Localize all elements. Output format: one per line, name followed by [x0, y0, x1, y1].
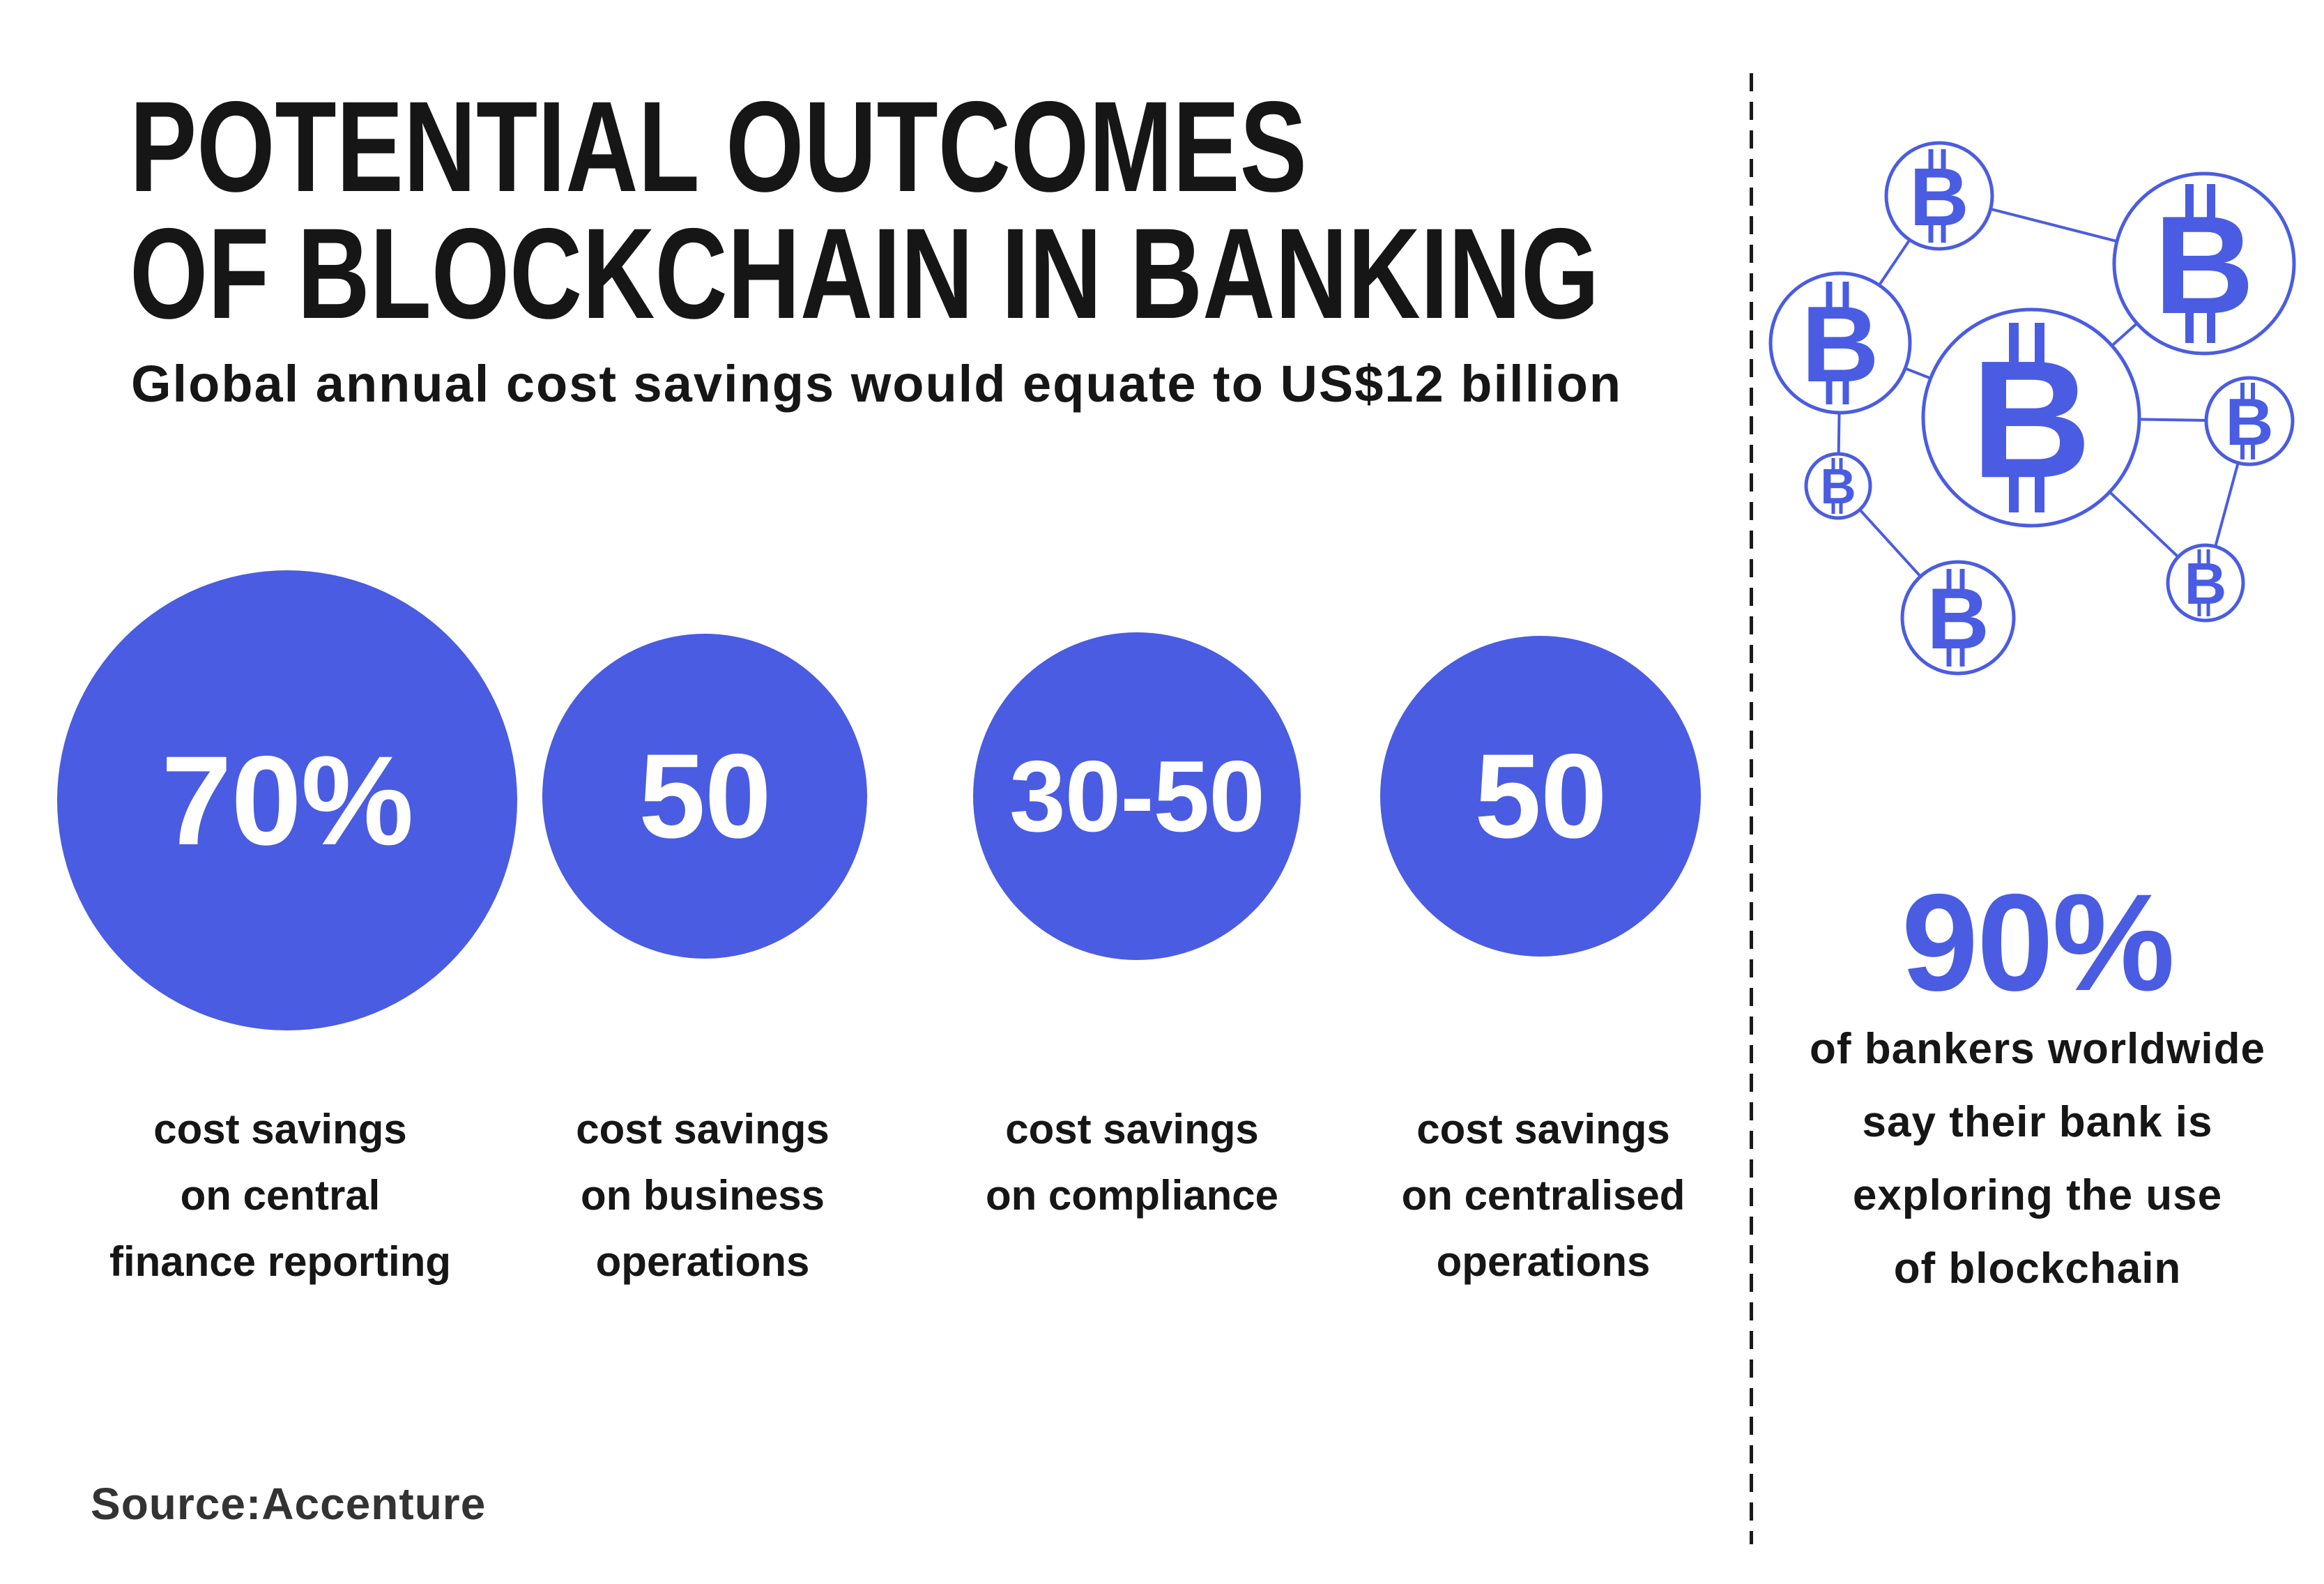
caption-line: cost savings [153, 1106, 407, 1152]
bitcoin-node: B [2166, 543, 2245, 623]
caption-line: cost savings [1005, 1106, 1259, 1152]
caption-central-finance: cost savings on central finance reportin… [36, 1096, 524, 1295]
stat-value: 70% [161, 729, 413, 871]
page-subtitle: Global annual cost savings would equate … [131, 355, 1623, 413]
caption-line: cost savings [576, 1106, 830, 1152]
node-circle [1900, 560, 2016, 676]
bitcoin-network-illustration: B B B B [1768, 141, 2296, 676]
dashed-divider [1750, 73, 1753, 1544]
node-circle [1804, 452, 1872, 520]
sidebar-text-line: exploring the use [1852, 1171, 2223, 1219]
caption-line: on central [180, 1172, 381, 1219]
caption-centralised-operations: cost savings on centralised operations [1299, 1096, 1787, 1295]
node-circle [2166, 543, 2245, 623]
node-circle [1768, 271, 1912, 415]
caption-line: on centralised [1401, 1172, 1685, 1219]
bitcoin-b: B [1909, 151, 1968, 243]
sidebar-text-line: of blockchain [1893, 1244, 2182, 1293]
node-circle [1884, 141, 1994, 251]
sidebar-text-line: of bankers worldwide [1810, 1025, 2265, 1073]
title-line-2: OF BLOCKCHAIN IN BANKING [130, 202, 1600, 346]
stat-circle-central-finance: 70% [57, 570, 517, 1030]
stat-value: 50 [1474, 729, 1607, 863]
caption-line: on business [580, 1172, 825, 1219]
bitcoin-node: B [1768, 271, 1912, 415]
sidebar-stat-value: 90% [1901, 865, 2175, 1019]
sidebar-stat-text: of bankers worldwide say their bank is e… [1751, 1012, 2324, 1305]
node-circle [2112, 172, 2296, 356]
caption-business-operations: cost savings on business operations [459, 1096, 947, 1295]
bitcoin-b: B [1971, 326, 2091, 512]
bitcoin-node: B [1921, 307, 2141, 528]
page-title: POTENTIAL OUTCOMES OF BLOCKCHAIN IN BANK… [130, 75, 1600, 346]
caption-line: operations [595, 1238, 810, 1285]
bitcoin-b: B [2154, 188, 2254, 343]
stat-value: 30-50 [1009, 739, 1265, 853]
node-circle [2204, 376, 2295, 466]
bitcoin-node: B [1884, 141, 1994, 251]
bitcoin-node: B [1804, 452, 1872, 520]
bitcoin-b: B [1927, 571, 1989, 667]
stat-value: 50 [639, 729, 771, 863]
caption-compliance: cost savings on compliance [888, 1096, 1376, 1228]
bitcoin-node: B [2204, 376, 2295, 466]
bitcoin-b: B [1801, 284, 1879, 404]
stat-circle-business-operations: 50 [542, 634, 867, 959]
caption-line: finance reporting [109, 1238, 452, 1285]
source-attribution: Source:Accenture [91, 1479, 487, 1529]
bitcoin-node: B [1900, 560, 2016, 676]
sidebar-text-line: say their bank is [1862, 1098, 2213, 1146]
caption-line: on compliance [985, 1172, 1279, 1219]
bitcoin-b: B [1820, 459, 1856, 515]
caption-line: operations [1436, 1238, 1651, 1285]
caption-line: cost savings [1416, 1106, 1670, 1152]
bitcoin-b: B [2225, 385, 2273, 459]
stat-circle-compliance: 30-50 [973, 632, 1301, 960]
stat-circle-centralised-operations: 50 [1380, 636, 1701, 957]
title-line-1: POTENTIAL OUTCOMES [130, 75, 1307, 219]
bitcoin-node: B [2112, 172, 2296, 356]
bitcoin-b: B [2185, 551, 2227, 616]
node-circle [1921, 307, 2141, 528]
